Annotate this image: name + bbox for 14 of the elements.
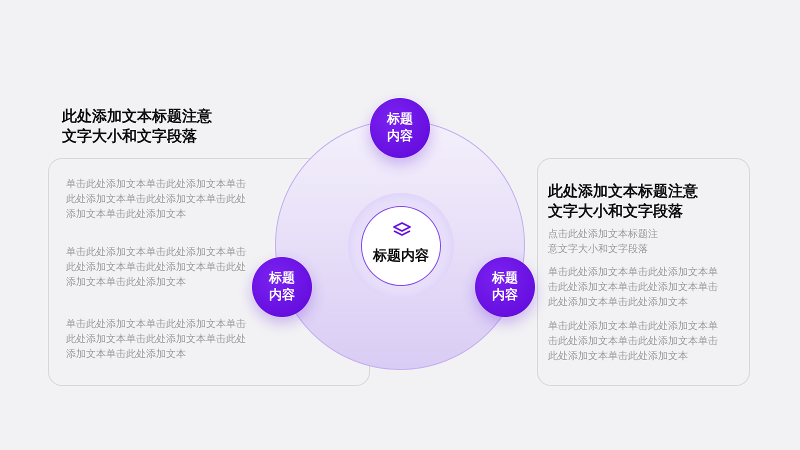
text-paragraph: 单击此处添加文本单击此处添加文本单击此处添加文本单击此处添加文本单击此处添加文本单击此处添加文本 bbox=[66, 318, 247, 362]
panel-heading: 此处添加文本标题注意文字大小和文字段落 bbox=[62, 106, 213, 146]
circle-label: 标题内容 bbox=[386, 111, 414, 145]
circle-label: 标题内容 bbox=[268, 270, 296, 304]
text-paragraph: 单击此处添加文本单击此处添加文本单击此处添加文本单击此处添加文本单击此处添加文本单击此处添加文本 bbox=[548, 320, 719, 364]
text-paragraph: 单击此处添加文本单击此处添加文本单击此处添加文本单击此处添加文本单击此处添加文本单击此处添加文本 bbox=[548, 266, 719, 310]
text-paragraph: 单击此处添加文本单击此处添加文本单击此处添加文本单击此处添加文本单击此处添加文本单击此处添加文本 bbox=[66, 246, 247, 290]
text-paragraph: 点击此处添加文本标题注意文字大小和文字段落 bbox=[548, 228, 659, 257]
text-card bbox=[537, 158, 750, 386]
title-circle bbox=[370, 98, 430, 158]
text-paragraph: 单击此处添加文本单击此处添加文本单击此处添加文本单击此处添加文本单击此处添加文本单击此处添加文本 bbox=[66, 178, 247, 222]
center-label: 标题内容 bbox=[372, 247, 430, 265]
circle-label: 标题内容 bbox=[491, 270, 519, 304]
panel-heading: 此处添加文本标题注意文字大小和文字段落 bbox=[548, 181, 699, 221]
